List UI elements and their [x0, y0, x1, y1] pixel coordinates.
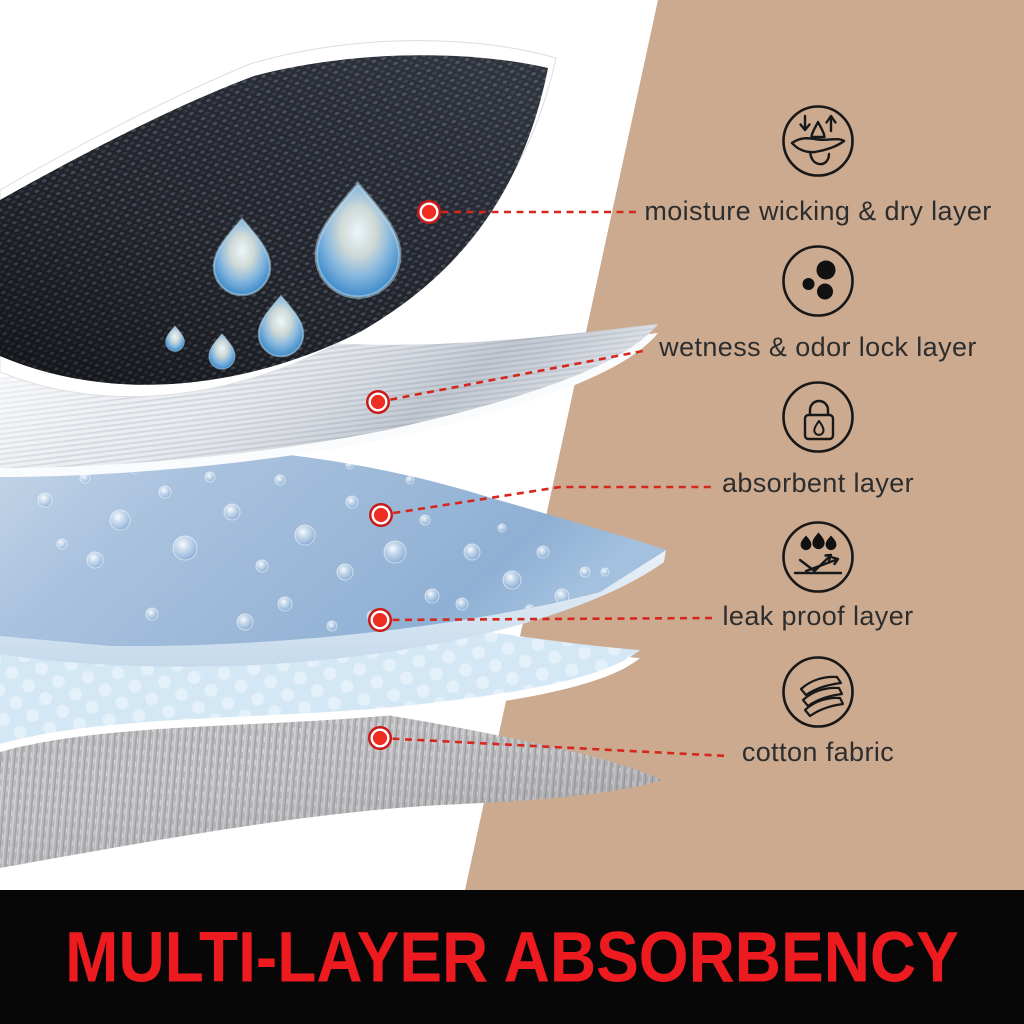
banner-title: MULTI-LAYER ABSORBENCY — [65, 916, 959, 998]
callout-label: absorbent layer — [721, 468, 915, 498]
absorbent-lock-icon — [782, 381, 854, 453]
callout-dot-2 — [366, 390, 390, 414]
callout-dot-3 — [369, 503, 393, 527]
moisture-wicking-dry-icon — [782, 105, 854, 177]
callout-label: leak proof layer — [722, 601, 914, 631]
water-drops — [165, 181, 402, 370]
leader-lines — [377, 210, 728, 758]
callout-dot-1 — [417, 200, 441, 224]
callout-dots — [366, 200, 441, 750]
leak-proof-icon — [782, 521, 854, 593]
layer-absorbent — [0, 444, 666, 667]
callout-dot-4 — [368, 608, 392, 632]
layer-moisture-wicking — [0, 40, 557, 398]
callout-label: wetness & odor lock layer — [659, 332, 977, 362]
cotton-fabric-icon — [782, 656, 854, 728]
callout-label: cotton fabric — [741, 737, 895, 767]
wetness-odor-lock-icon — [782, 245, 854, 317]
callout-label: moisture wicking & dry layer — [644, 196, 992, 226]
bottom-banner: MULTI-LAYER ABSORBENCY — [0, 890, 1024, 1024]
callout-dot-5 — [368, 726, 392, 750]
